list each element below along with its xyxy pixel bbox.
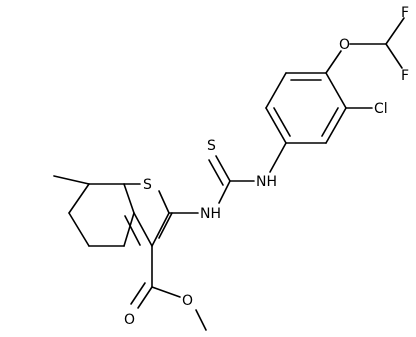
bond-ar-c3-c4-inner xyxy=(321,107,339,137)
atom-o-ether: O xyxy=(339,37,350,53)
atom-f-bottom: F xyxy=(401,68,409,84)
bond-c2-s xyxy=(158,190,170,214)
bond-c3a-c3 xyxy=(133,212,153,247)
phenyl-ring xyxy=(265,72,373,173)
atom-f-top: F xyxy=(401,5,409,21)
bond-c-nh-left xyxy=(218,180,231,204)
bond-ar-c2-c3 xyxy=(325,72,347,109)
difluoromethoxy-group xyxy=(325,17,405,74)
bond-chf2-f-top xyxy=(385,17,405,45)
bond-ar-nh xyxy=(269,142,287,173)
cyclohexene-ring xyxy=(53,175,135,247)
bond-ar-c6-c1 xyxy=(265,72,287,109)
atom-nh-right: NH xyxy=(256,174,277,190)
bond-carbonyl-c-o-ester xyxy=(151,286,181,298)
bond-carbonyl-c-o-a xyxy=(137,286,153,309)
atom-nh-left: NH xyxy=(200,206,221,222)
thiophene-ring xyxy=(123,183,173,247)
bond-c4-o xyxy=(325,50,342,74)
bond-c3-c2-inner xyxy=(158,212,173,239)
methyl-ester-group xyxy=(130,245,207,331)
atom-s-ring: S xyxy=(143,177,152,193)
bond-c7a-c3a xyxy=(123,183,135,214)
bond-carbonyl-c-o-b xyxy=(130,282,146,305)
atom-cl: Cl xyxy=(374,101,388,117)
atom-o-carbonyl: O xyxy=(124,312,135,328)
bond-c3-c2 xyxy=(151,212,170,247)
bond-c4-c3a xyxy=(123,212,135,247)
atom-s-thione: S xyxy=(207,138,216,154)
atom-o-ester: O xyxy=(182,293,193,309)
bond-chf2-f-bottom xyxy=(385,43,403,69)
bond-c7-methyl xyxy=(53,175,90,185)
bond-c6-c5 xyxy=(68,212,90,247)
bond-ar-c5-c6-inner xyxy=(273,107,291,137)
bond-c-s-thione-b xyxy=(208,159,224,186)
bond-c7-c6 xyxy=(68,183,90,214)
bond-c-s-thione-a xyxy=(215,155,231,182)
thiourea-linker xyxy=(168,155,255,214)
bond-ar-c3-c4 xyxy=(325,107,347,144)
bond-o-ester-methyl xyxy=(195,309,207,331)
bond-c3a-c3-inner xyxy=(124,215,141,246)
bond-ar-c5-c6 xyxy=(265,107,287,144)
